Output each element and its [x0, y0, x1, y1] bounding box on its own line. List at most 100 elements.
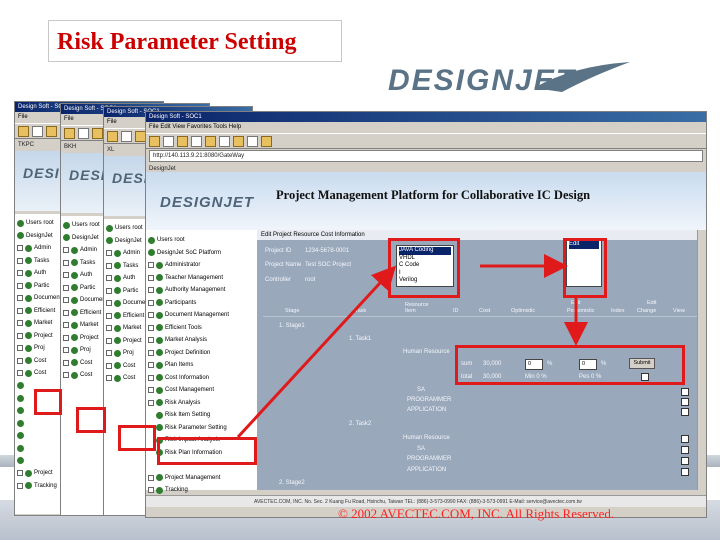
tree-item[interactable]: Risk Parameter Setting [148, 422, 255, 435]
highlight-parameter-row [455, 345, 685, 385]
tree-item[interactable]: Project [17, 330, 161, 343]
menu-bar[interactable]: File Edit View Favorites Tools Help [146, 122, 706, 133]
tree-item[interactable]: Project [17, 467, 161, 480]
tree-item[interactable]: Proj [63, 344, 207, 357]
tree-item[interactable]: Cost [106, 372, 250, 385]
stop-icon[interactable] [163, 136, 174, 147]
tree-item[interactable]: Users root [63, 219, 207, 232]
row-checkbox[interactable] [681, 388, 689, 396]
row-checkbox[interactable] [641, 373, 649, 381]
history-icon[interactable] [233, 136, 244, 147]
tree-item[interactable]: Admin [17, 242, 161, 255]
tree-item[interactable]: Users root [17, 217, 161, 230]
tree-item[interactable]: Market [17, 317, 161, 330]
tree-item[interactable]: DesignJet [63, 232, 207, 245]
highlight-tree-bg1 [34, 389, 62, 415]
tree-item[interactable]: Tasks [17, 255, 161, 268]
tree-item[interactable]: Market [63, 319, 207, 332]
tree-item[interactable]: Authority Management [148, 284, 255, 297]
home-icon[interactable] [191, 136, 202, 147]
tree-item[interactable]: Auth [106, 272, 250, 285]
row-checkbox[interactable] [681, 468, 689, 476]
refresh-icon[interactable] [177, 136, 188, 147]
tree-item[interactable]: Auth [63, 269, 207, 282]
tree-item[interactable]: Proj [106, 347, 250, 360]
tree-item[interactable]: Teacher Management [148, 272, 255, 285]
tree-item[interactable]: Tasks [63, 257, 207, 270]
tree-item[interactable]: Project Definition [148, 347, 255, 360]
tree-item[interactable]: DesignJet [106, 235, 250, 248]
tree-item[interactable]: DesignJet [17, 230, 161, 243]
tree-item[interactable]: Efficient [17, 305, 161, 318]
tree-item[interactable] [17, 392, 161, 405]
tree-item[interactable]: Efficient [106, 310, 250, 323]
tree-item-platform[interactable]: DesignJet SoC Platform [148, 247, 255, 260]
tree-item[interactable]: Partic [106, 285, 250, 298]
window-titlebar[interactable]: Design Soft - SOC1 [146, 112, 706, 122]
tree-item[interactable]: Project [106, 335, 250, 348]
row-checkbox[interactable] [681, 435, 689, 443]
tree-item[interactable]: Cost [17, 367, 161, 380]
main-browser-window[interactable]: Design Soft - SOC1 File Edit View Favori… [145, 111, 707, 518]
row-checkbox[interactable] [681, 446, 689, 454]
tree-item[interactable] [17, 380, 161, 393]
tree-item[interactable]: Auth [17, 267, 161, 280]
tree-item[interactable]: Users root [106, 222, 250, 235]
edit-parameter-listbox[interactable]: Edit [566, 239, 602, 287]
slide-title: Risk Parameter Setting [48, 20, 342, 62]
tree-item[interactable]: Market [106, 322, 250, 335]
tree-item[interactable]: Document [17, 292, 161, 305]
tree-item[interactable]: Market Analysis [148, 334, 255, 347]
tree-item[interactable] [17, 455, 161, 468]
tree-item[interactable]: Cost Information [148, 372, 255, 385]
tree-item[interactable]: Cost [63, 369, 207, 382]
tree-item[interactable]: Cost [106, 360, 250, 373]
favorites-icon[interactable] [219, 136, 230, 147]
tree-item[interactable]: Admin [106, 247, 250, 260]
tree-item[interactable]: Tracking [17, 480, 161, 493]
row-checkbox[interactable] [681, 457, 689, 465]
mail-icon[interactable] [247, 136, 258, 147]
tree-item[interactable]: Cost [17, 355, 161, 368]
tree-item[interactable]: Plan Items [148, 359, 255, 372]
tree-item[interactable]: Risk Item Setting [148, 409, 255, 422]
tree-item[interactable]: Efficient [63, 307, 207, 320]
tree-item[interactable]: Tracking [148, 484, 255, 497]
pessimistic-select[interactable]: 0 [579, 359, 597, 370]
header-pessimistic: Pessimistic [567, 308, 595, 314]
tree-item[interactable]: Partic [63, 282, 207, 295]
tree-item[interactable] [17, 405, 161, 418]
header-view: View [673, 308, 685, 314]
toolbar [146, 133, 706, 149]
print-icon[interactable] [261, 136, 272, 147]
vertical-scrollbar[interactable] [697, 230, 706, 490]
tree-item[interactable]: Efficient Tools [148, 322, 255, 335]
tree-item[interactable] [17, 442, 161, 455]
tree-item-users-root[interactable]: Users root [148, 234, 255, 247]
tree-item[interactable]: Project [63, 332, 207, 345]
tree-item[interactable]: Cost Management [148, 384, 255, 397]
tree-item[interactable] [17, 430, 161, 443]
back-icon[interactable] [149, 136, 160, 147]
stage-label: 2. Stage2 [279, 480, 305, 486]
resource-item-listbox[interactable]: JAVA Coding VHDL C Code I Verilog [396, 245, 454, 287]
optimistic-select[interactable]: 0 [525, 359, 543, 370]
tree-item[interactable]: Document [63, 294, 207, 307]
submit-button[interactable]: Submit [629, 358, 655, 369]
tree-item[interactable]: Administrator [148, 259, 255, 272]
address-field[interactable]: http://140.113.9.21:8080/GateWay [149, 150, 703, 162]
row-checkbox[interactable] [681, 408, 689, 416]
tree-item[interactable]: Project Management [148, 472, 255, 485]
tree-item[interactable]: Partic [17, 280, 161, 293]
tree-item[interactable] [17, 417, 161, 430]
row-checkbox[interactable] [681, 398, 689, 406]
tree-item[interactable]: Risk Analysis [148, 397, 255, 410]
tree-item[interactable]: Document [106, 297, 250, 310]
search-icon[interactable] [205, 136, 216, 147]
tree-item[interactable]: Cost [63, 357, 207, 370]
tree-item[interactable]: Participants [148, 297, 255, 310]
tree-item[interactable]: Tasks [106, 260, 250, 273]
tree-item[interactable]: Admin [63, 244, 207, 257]
tree-item[interactable]: Proj [17, 342, 161, 355]
tree-item[interactable]: Document Management [148, 309, 255, 322]
